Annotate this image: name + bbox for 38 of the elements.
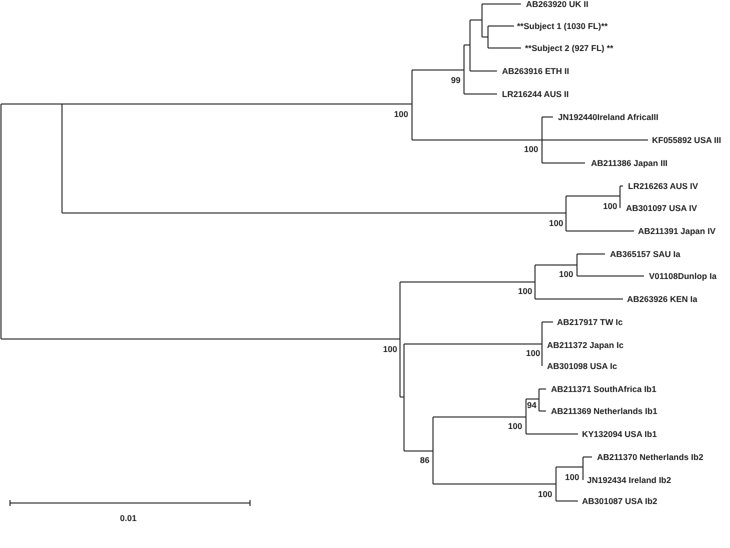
taxon-label: KY132094 USA Ib1: [582, 429, 657, 439]
taxon-label: AB365157 SAU Ia: [610, 249, 680, 259]
taxon-label: **Subject 2 (927 FL) **: [525, 43, 614, 53]
bootstrap-value: 100: [524, 144, 538, 154]
bootstrap-value: 100: [383, 344, 398, 354]
bootstrap-value: 100: [565, 472, 580, 482]
bootstrap-value: 100: [559, 269, 574, 279]
taxon-label: AB301098 USA Ic: [547, 361, 618, 371]
taxon-label: AB301087 USA Ib2: [582, 496, 658, 506]
scale-bar-label: 0.01: [120, 513, 137, 523]
taxon-label: AB211369 Netherlands Ib1: [551, 406, 658, 416]
bootstrap-value: 100: [518, 286, 532, 296]
bootstrap-value: 100: [394, 109, 408, 119]
taxon-label: AB211391 Japan IV: [638, 226, 716, 236]
bootstrap-value: 100: [508, 421, 522, 431]
taxon-label: JN192440Ireland AfricaIII: [558, 112, 658, 122]
taxon-label: AB263916 ETH II: [502, 66, 570, 76]
bootstrap-value: 100: [538, 489, 552, 499]
taxon-label: AB263926 KEN Ia: [627, 294, 698, 304]
taxon-label: LR216263 AUS IV: [628, 181, 698, 191]
taxon-label: JN192434 Ireland Ib2: [587, 475, 672, 485]
taxon-label: LR216244 AUS II: [502, 89, 569, 99]
bootstrap-value: 86: [420, 455, 430, 465]
taxon-label: AB301097 USA IV: [626, 203, 698, 213]
taxon-label: AB211370 Netherlands Ib2: [597, 452, 704, 462]
bootstrap-value: 100: [549, 218, 564, 228]
bootstrap-value: 94: [527, 400, 536, 410]
taxon-label: AB263920 UK II: [526, 0, 588, 9]
bootstrap-value: 100: [526, 348, 540, 358]
taxon-label: AB211386 Japan III: [591, 158, 668, 168]
taxon-label: **Subject 1 (1030 FL)**: [517, 21, 608, 31]
taxon-label: V01108Dunlop Ia: [649, 271, 717, 281]
taxon-label: AB211372 Japan Ic: [547, 340, 624, 350]
taxon-label: AB217917 TW Ic: [557, 317, 623, 327]
taxon-label: AB211371 SouthAfrica Ib1: [551, 384, 656, 394]
taxon-label: KF055892 USA III: [652, 135, 722, 145]
bootstrap-value: 99: [451, 75, 460, 85]
bootstrap-value: 100: [603, 201, 618, 211]
